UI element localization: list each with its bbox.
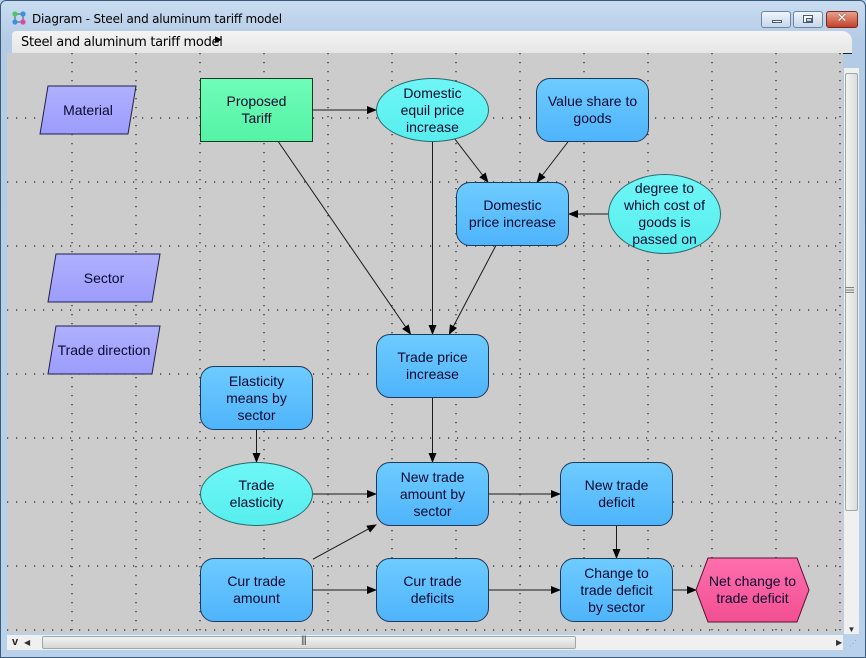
zoom-toggle-button[interactable]: v — [11, 636, 19, 648]
node-trade-price-increase-label: Trade price increase — [397, 349, 468, 382]
arrow-cur-trade-amount-to-new-trade-amount-by-sector[interactable] — [312, 524, 377, 560]
node-new-trade-deficit-label: New trade deficit — [584, 477, 649, 510]
node-proposed-tariff-label: Proposed Tariff — [226, 93, 287, 126]
node-material[interactable]: Material — [40, 86, 136, 134]
arrow-domestic-equil-price-increase-to-domestic-price-increase[interactable] — [454, 139, 489, 183]
scroll-right-button[interactable]: ▶ — [836, 638, 843, 647]
special-shapes — [39, 85, 810, 623]
maximize-icon — [803, 15, 813, 23]
node-change-to-trade-deficit-by-sector-label: Change to trade deficit by sector — [580, 564, 653, 615]
node-value-share-to-goods[interactable]: Value share to goods — [536, 78, 649, 142]
node-elasticity-means-by-sector[interactable]: Elasticity means by sector — [200, 366, 313, 430]
node-material-shape[interactable] — [39, 85, 137, 135]
diagram-app-icon — [12, 11, 26, 25]
minimize-icon — [772, 20, 782, 23]
node-new-trade-amount-by-sector[interactable]: New trade amount by sector — [376, 462, 489, 526]
vertical-grip-icon: ||| — [845, 286, 856, 294]
node-degree-cost-passed-on[interactable]: degree to which cost of goods is passed … — [608, 174, 721, 254]
node-sector-shape[interactable] — [47, 253, 161, 303]
minimize-button[interactable] — [761, 11, 791, 28]
node-elasticity-means-by-sector-label: Elasticity means by sector — [226, 372, 287, 423]
node-degree-cost-passed-on-label: degree to which cost of goods is passed … — [624, 180, 705, 247]
window-title: Diagram - Steel and aluminum tariff mode… — [32, 12, 282, 26]
horizontal-grip-icon: ||| — [301, 635, 307, 646]
node-proposed-tariff[interactable]: Proposed Tariff — [200, 78, 313, 142]
node-trade-elasticity-label: Trade elasticity — [229, 477, 284, 510]
node-trade-direction-label: Trade direction — [57, 341, 151, 358]
influence-arrows — [252, 106, 697, 594]
title-bar[interactable]: Diagram - Steel and aluminum tariff mode… — [1, 1, 865, 31]
node-net-change-to-trade-deficit-shape[interactable] — [695, 557, 810, 623]
maximize-button[interactable] — [793, 11, 823, 28]
node-domestic-equil-price-increase-label: Domestic equil price increase — [400, 84, 465, 135]
node-value-share-to-goods-label: Value share to goods — [547, 93, 638, 126]
node-domestic-price-increase[interactable]: Domestic price increase — [456, 182, 569, 246]
node-sector-label: Sector — [83, 269, 125, 286]
node-trade-elasticity[interactable]: Trade elasticity — [200, 462, 313, 526]
node-domestic-equil-price-increase[interactable]: Domestic equil price increase — [376, 78, 489, 142]
node-domestic-price-increase-label: Domestic price increase — [468, 197, 557, 230]
horizontal-scroll-thumb[interactable] — [42, 636, 576, 649]
breadcrumb: Steel and aluminum tariff model ▶ — [12, 31, 852, 54]
arrow-value-share-to-goods-to-domestic-price-increase[interactable] — [536, 141, 569, 183]
arrow-proposed-tariff-to-trade-price-increase[interactable] — [278, 141, 412, 335]
node-material-label: Material — [63, 101, 113, 118]
node-net-change-to-trade-deficit-label: Net change to trade deficit — [708, 573, 797, 606]
node-cur-trade-deficits[interactable]: Cur trade deficits — [376, 558, 489, 622]
arrow-domestic-price-increase-to-trade-price-increase[interactable] — [448, 245, 497, 335]
close-icon: ✕ — [836, 11, 848, 26]
node-cur-trade-amount-label: Cur trade amount — [227, 573, 286, 606]
node-net-change-to-trade-deficit[interactable]: Net change to trade deficit — [696, 558, 809, 622]
node-change-to-trade-deficit-by-sector[interactable]: Change to trade deficit by sector — [560, 558, 673, 622]
node-trade-direction-shape[interactable] — [47, 325, 161, 375]
scroll-down-button[interactable]: ▼ — [847, 625, 856, 634]
close-button[interactable]: ✕ — [826, 11, 858, 28]
breadcrumb-arrow-icon[interactable]: ▶ — [215, 34, 222, 44]
node-trade-direction[interactable]: Trade direction — [48, 326, 160, 374]
node-sector[interactable]: Sector — [48, 254, 160, 302]
node-new-trade-deficit[interactable]: New trade deficit — [560, 462, 673, 526]
node-trade-price-increase[interactable]: Trade price increase — [376, 334, 489, 398]
node-cur-trade-deficits-label: Cur trade deficits — [403, 573, 462, 606]
scroll-left-button[interactable]: ◀ — [24, 638, 31, 647]
resize-grip-icon[interactable]: ⋰ — [849, 639, 857, 648]
node-new-trade-amount-by-sector-label: New trade amount by sector — [399, 468, 466, 519]
diagram-svg — [7, 53, 843, 633]
node-cur-trade-amount[interactable]: Cur trade amount — [200, 558, 313, 622]
vertical-scroll-thumb[interactable] — [845, 73, 858, 511]
breadcrumb-item-model[interactable]: Steel and aluminum tariff model — [21, 35, 223, 50]
